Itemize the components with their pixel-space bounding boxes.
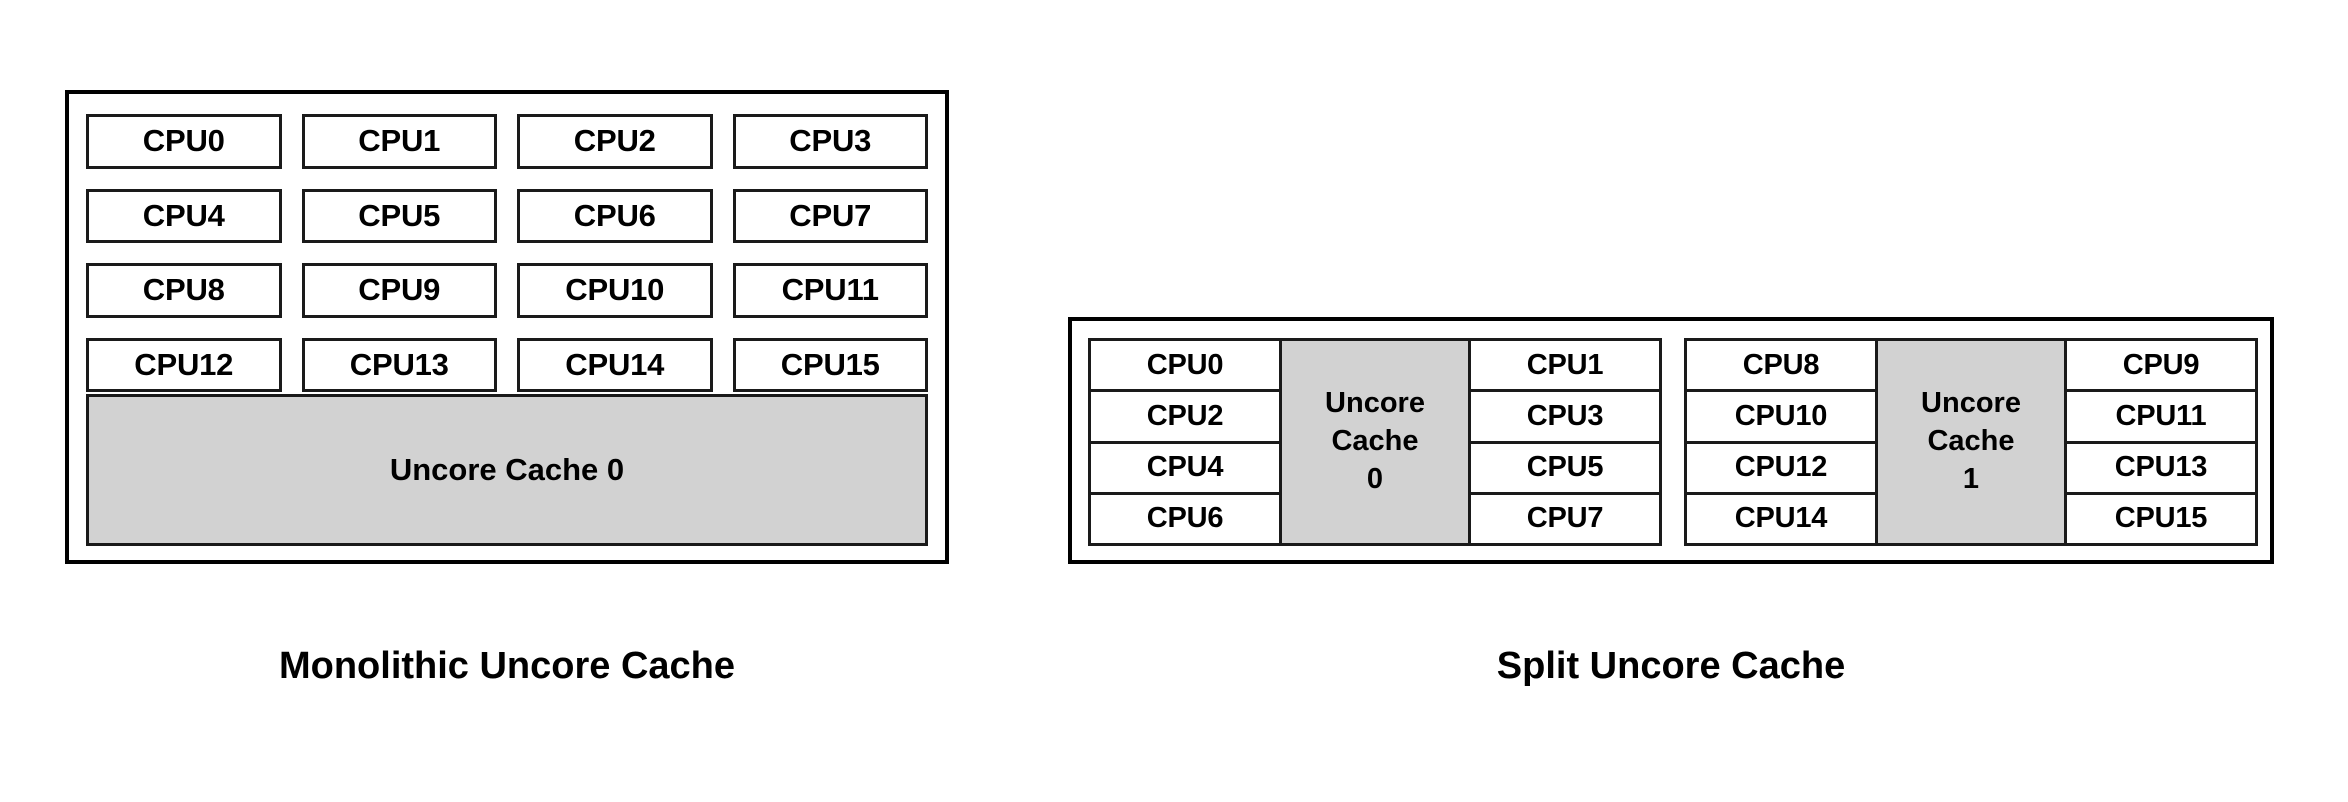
- cpu-box: CPU3: [1468, 389, 1662, 444]
- cluster-0-left-cpu-column: CPU0 CPU2 CPU4 CPU6: [1088, 338, 1282, 546]
- cpu-box: CPU0: [86, 114, 282, 169]
- cpu-box: CPU13: [2064, 440, 2258, 495]
- cluster-1-left-cpu-column: CPU8 CPU10 CPU12 CPU14: [1684, 338, 1878, 546]
- uncore-cache-label-line2: Cache: [1927, 425, 2015, 458]
- caption-split: Split Uncore Cache: [1496, 645, 1846, 687]
- uncore-cache-label-line1: Uncore: [1921, 387, 2021, 420]
- cpu-box: CPU11: [732, 263, 928, 318]
- cpu-box: CPU8: [1684, 338, 1878, 393]
- cpu-box: CPU2: [1088, 389, 1282, 444]
- cpu-box: CPU11: [2064, 389, 2258, 444]
- cpu-box: CPU1: [301, 114, 497, 169]
- cpu-box: CPU4: [86, 188, 282, 243]
- cpu-box: CPU6: [517, 188, 713, 243]
- uncore-cache-block: Uncore Cache 0: [1279, 338, 1471, 546]
- uncore-cache-label-line3: 0: [1366, 462, 1384, 495]
- cpu-box: CPU14: [517, 337, 713, 392]
- uncore-cache-block: Uncore Cache 1: [1875, 338, 2067, 546]
- uncore-cache-label-line1: Uncore: [1325, 387, 1425, 420]
- monolithic-cpu-grid: CPU0 CPU1 CPU2 CPU3 CPU4 CPU5 CPU6 CPU7 …: [86, 114, 928, 392]
- cpu-box: CPU6: [1088, 491, 1282, 546]
- cpu-box: CPU5: [1468, 440, 1662, 495]
- panel-monolithic-uncore-cache: CPU0 CPU1 CPU2 CPU3 CPU4 CPU5 CPU6 CPU7 …: [65, 90, 949, 564]
- cpu-box: CPU15: [732, 337, 928, 392]
- cpu-box: CPU14: [1684, 491, 1878, 546]
- cpu-box: CPU3: [732, 114, 928, 169]
- uncore-cache-block: Uncore Cache 0: [86, 394, 928, 546]
- uncore-cache-label: Uncore Cache 1: [1921, 385, 2021, 498]
- cpu-box: CPU9: [2064, 338, 2258, 393]
- cpu-box: CPU15: [2064, 491, 2258, 546]
- cpu-box: CPU2: [517, 114, 713, 169]
- caption-monolithic: Monolithic Uncore Cache: [278, 645, 736, 687]
- uncore-cache-label-line2: Cache: [1331, 425, 1419, 458]
- cpu-box: CPU8: [86, 263, 282, 318]
- panel-split-uncore-cache: CPU0 CPU2 CPU4 CPU6 Uncore Cache 0 CPU1 …: [1068, 317, 2274, 564]
- cpu-box: CPU1: [1468, 338, 1662, 393]
- cpu-box: CPU0: [1088, 338, 1282, 393]
- cpu-box: CPU12: [86, 337, 282, 392]
- cpu-box: CPU9: [301, 263, 497, 318]
- cpu-box: CPU7: [1468, 491, 1662, 546]
- uncore-cache-label-line3: 1: [1962, 462, 1980, 495]
- cpu-box: CPU7: [732, 188, 928, 243]
- cpu-box: CPU4: [1088, 440, 1282, 495]
- cluster-1-right-cpu-column: CPU9 CPU11 CPU13 CPU15: [2064, 338, 2258, 546]
- cpu-box: CPU10: [517, 263, 713, 318]
- cpu-box: CPU5: [301, 188, 497, 243]
- cluster-0-right-cpu-column: CPU1 CPU3 CPU5 CPU7: [1468, 338, 1662, 546]
- cpu-box: CPU12: [1684, 440, 1878, 495]
- uncore-cache-label: Uncore Cache 0: [1325, 385, 1425, 498]
- cpu-box: CPU10: [1684, 389, 1878, 444]
- cluster-1: CPU8 CPU10 CPU12 CPU14 Uncore Cache 1 CP…: [1684, 338, 2264, 546]
- cpu-box: CPU13: [301, 337, 497, 392]
- cluster-0: CPU0 CPU2 CPU4 CPU6 Uncore Cache 0 CPU1 …: [1088, 338, 1668, 546]
